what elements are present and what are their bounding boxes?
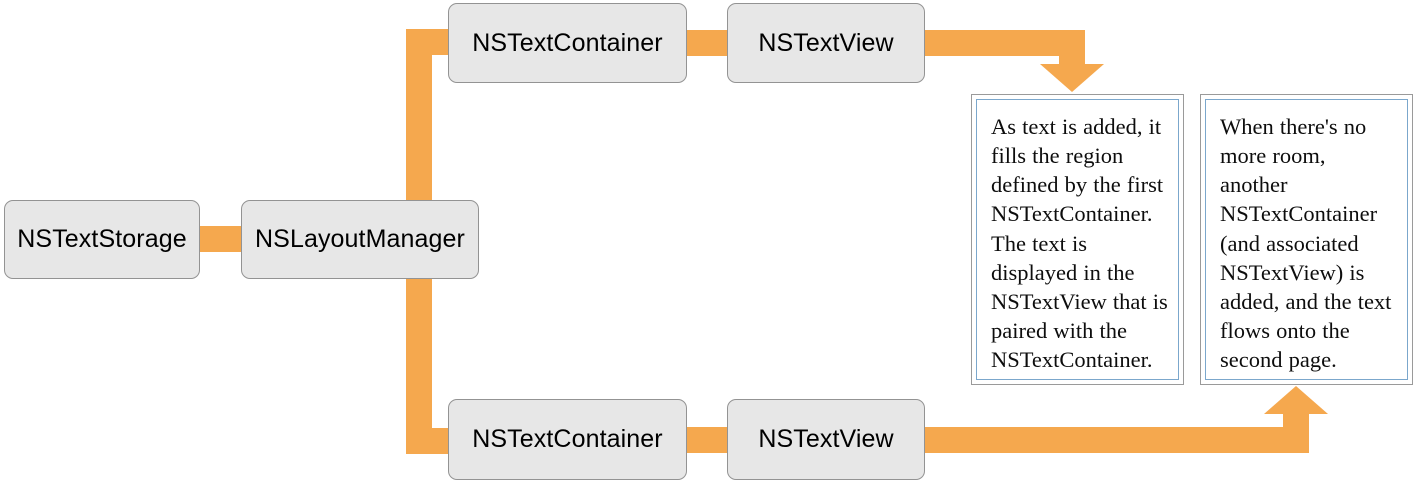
page-two-text: When there's no more room, another NSTex…: [1220, 114, 1392, 372]
arrow-view-top-to-page-one: [920, 30, 1104, 92]
node-layout-manager[interactable]: NSLayoutManager: [241, 200, 479, 279]
node-label: NSTextView: [758, 28, 894, 57]
connector-storage-to-layout: [196, 226, 246, 252]
node-text-storage[interactable]: NSTextStorage: [4, 200, 200, 279]
node-text-container-top[interactable]: NSTextContainer: [448, 3, 687, 83]
connector-container-to-view-top: [682, 30, 732, 56]
page-one-inner: As text is added, it fills the region de…: [976, 99, 1179, 380]
page-two[interactable]: When there's no more room, another NSTex…: [1200, 94, 1413, 385]
node-label: NSTextStorage: [17, 225, 187, 253]
node-text-view-bottom[interactable]: NSTextView: [727, 399, 925, 480]
node-label: NSTextContainer: [472, 425, 663, 453]
arrow-view-bottom-to-page-two: [920, 386, 1328, 453]
page-one-text: As text is added, it fills the region de…: [991, 114, 1168, 372]
page-two-inner: When there's no more room, another NSTex…: [1205, 99, 1408, 380]
connector-container-to-view-bottom: [682, 427, 732, 453]
node-label: NSLayoutManager: [255, 225, 465, 253]
node-text-view-top[interactable]: NSTextView: [727, 3, 925, 83]
page-one[interactable]: As text is added, it fills the region de…: [971, 94, 1184, 385]
node-text-container-bottom[interactable]: NSTextContainer: [448, 399, 687, 480]
node-label: NSTextContainer: [472, 28, 663, 57]
node-label: NSTextView: [758, 425, 894, 453]
